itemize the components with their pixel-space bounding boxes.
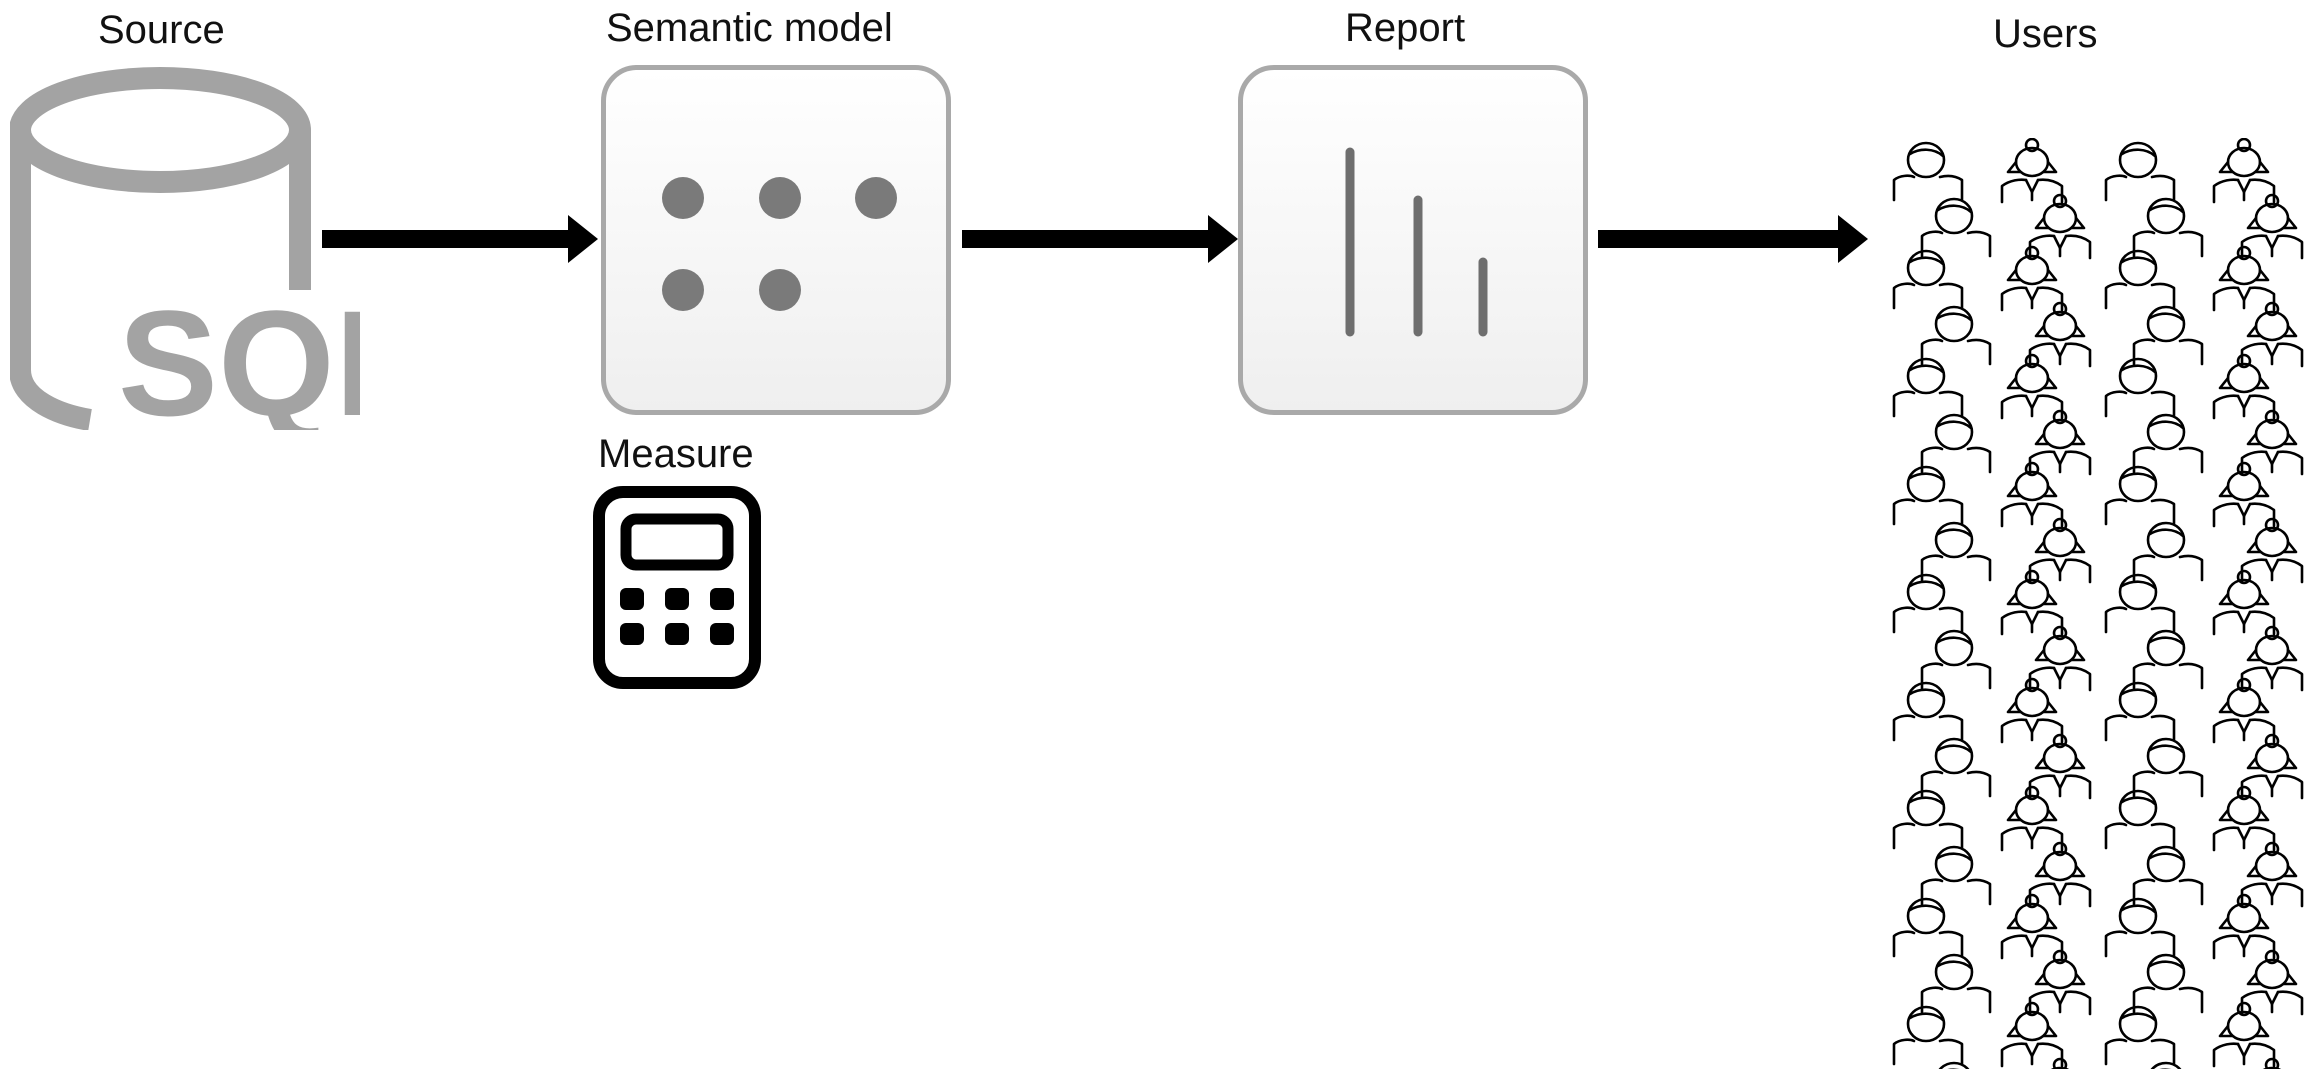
- user-man-icon: [1920, 305, 1992, 366]
- user-woman-icon: [2240, 733, 2304, 800]
- user-woman-icon: [2240, 301, 2304, 368]
- user-woman-icon: [2028, 1057, 2092, 1074]
- user-woman-icon: [2212, 677, 2276, 744]
- user-man-icon: [2132, 953, 2204, 1014]
- user-woman-icon: [2212, 245, 2276, 312]
- user-woman-icon: [2212, 137, 2276, 204]
- source-node: SQL: [8, 60, 426, 447]
- user-woman-icon: [2240, 841, 2304, 908]
- arrow-source-to-semantic-model: [322, 215, 598, 263]
- user-man-icon: [2104, 897, 2176, 958]
- user-man-icon: [2132, 521, 2204, 582]
- user-man-icon: [2104, 789, 2176, 850]
- user-woman-icon: [2000, 353, 2064, 420]
- user-man-icon: [2104, 1005, 2176, 1066]
- user-woman-icon: [2240, 949, 2304, 1016]
- user-man-icon: [1920, 1061, 1992, 1074]
- user-man-icon: [1920, 737, 1992, 798]
- user-woman-icon: [2240, 1057, 2304, 1074]
- user-man-icon: [1892, 141, 1964, 202]
- user-man-icon: [2132, 1061, 2204, 1074]
- user-man-icon: [2104, 249, 2176, 310]
- user-woman-icon: [2000, 461, 2064, 528]
- user-man-icon: [1892, 357, 1964, 418]
- user-man-icon: [2132, 629, 2204, 690]
- user-man-icon: [1920, 953, 1992, 1014]
- user-man-icon: [1920, 197, 1992, 258]
- user-woman-icon: [2212, 1001, 2276, 1068]
- users-group: [1890, 137, 2310, 1074]
- user-woman-icon: [2000, 569, 2064, 636]
- user-woman-icon: [2212, 893, 2276, 960]
- user-man-icon: [2132, 737, 2204, 798]
- user-man-icon: [2132, 413, 2204, 474]
- user-woman-icon: [2028, 301, 2092, 368]
- measure-node: [592, 485, 762, 690]
- source-label: Source: [98, 8, 225, 52]
- user-woman-icon: [2240, 409, 2304, 476]
- user-woman-icon: [2240, 517, 2304, 584]
- user-man-icon: [1892, 1005, 1964, 1066]
- user-man-icon: [2132, 197, 2204, 258]
- user-woman-icon: [2000, 1001, 2064, 1068]
- user-man-icon: [2132, 305, 2204, 366]
- user-woman-icon: [2000, 893, 2064, 960]
- user-woman-icon: [2212, 569, 2276, 636]
- dots-grid-icon: [662, 177, 897, 311]
- user-woman-icon: [2028, 733, 2092, 800]
- user-woman-icon: [2212, 353, 2276, 420]
- user-man-icon: [2132, 845, 2204, 906]
- user-man-icon: [1892, 897, 1964, 958]
- user-man-icon: [1892, 249, 1964, 310]
- database-sql-icon: SQL: [8, 67, 426, 447]
- user-man-icon: [2104, 465, 2176, 526]
- user-woman-icon: [2212, 785, 2276, 852]
- sql-text: SQL: [118, 279, 360, 430]
- user-man-icon: [1920, 845, 1992, 906]
- user-man-icon: [1920, 413, 1992, 474]
- arrow-semantic-model-to-report: [962, 215, 1238, 263]
- user-man-icon: [1892, 573, 1964, 634]
- user-man-icon: [1920, 521, 1992, 582]
- user-woman-icon: [2240, 625, 2304, 692]
- user-woman-icon: [2240, 193, 2304, 260]
- user-woman-icon: [2028, 193, 2092, 260]
- user-man-icon: [2104, 357, 2176, 418]
- user-man-icon: [1892, 789, 1964, 850]
- user-man-icon: [1920, 629, 1992, 690]
- user-man-icon: [1892, 681, 1964, 742]
- semantic-model-tile: [601, 65, 951, 415]
- calculator-icon: [593, 486, 761, 689]
- user-woman-icon: [2000, 137, 2064, 204]
- user-woman-icon: [2000, 785, 2064, 852]
- user-woman-icon: [2028, 517, 2092, 584]
- users-label: Users: [1993, 12, 2098, 56]
- semantic-model-label: Semantic model: [606, 6, 893, 50]
- user-woman-icon: [2028, 625, 2092, 692]
- user-woman-icon: [2028, 409, 2092, 476]
- user-woman-icon: [2000, 677, 2064, 744]
- arrow-report-to-users: [1598, 215, 1868, 263]
- people-group-icon: [1892, 137, 2304, 1074]
- bar-chart-icon: [1345, 147, 1488, 337]
- user-woman-icon: [2028, 949, 2092, 1016]
- report-tile: [1238, 65, 1588, 415]
- user-man-icon: [2104, 141, 2176, 202]
- user-woman-icon: [2212, 461, 2276, 528]
- user-man-icon: [1892, 465, 1964, 526]
- report-label: Report: [1345, 6, 1466, 50]
- user-woman-icon: [2028, 841, 2092, 908]
- user-man-icon: [2104, 573, 2176, 634]
- measure-label: Measure: [598, 432, 754, 476]
- user-man-icon: [2104, 681, 2176, 742]
- user-woman-icon: [2000, 245, 2064, 312]
